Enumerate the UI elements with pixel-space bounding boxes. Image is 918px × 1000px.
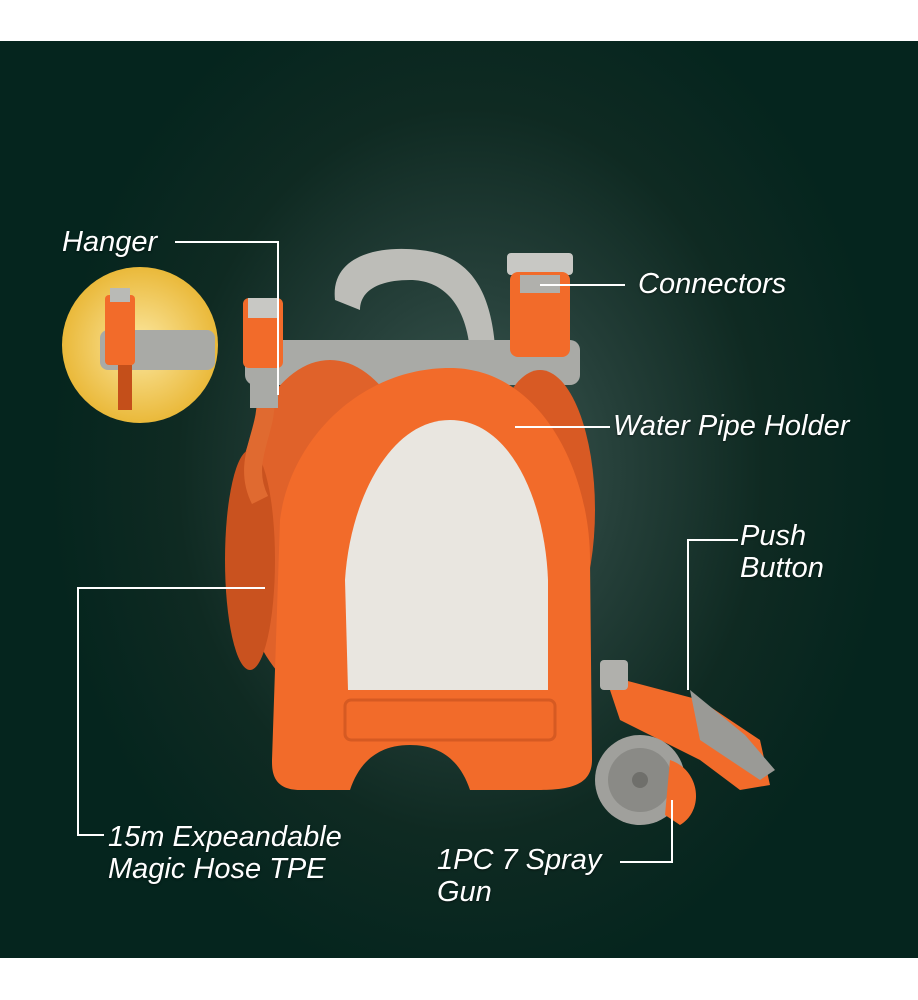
hook-icon: [334, 248, 495, 350]
label-hose-line1: 15m Expeandable: [108, 821, 342, 853]
label-connectors: Connectors: [638, 268, 787, 300]
label-push-button-line1: Push: [740, 520, 807, 552]
label-hose: 15m Expeandable Magic Hose TPE: [108, 821, 342, 885]
label-spray-gun: 1PC 7 Spray Gun: [437, 844, 601, 908]
spray-gun: [595, 660, 775, 825]
left-connector: [243, 298, 283, 408]
holder-panel: [345, 420, 548, 690]
right-connector: [507, 253, 573, 357]
label-spray-gun-line1: 1PC 7 Spray: [437, 844, 602, 876]
label-hanger: Hanger: [62, 226, 158, 258]
label-hose-line2: Magic Hose TPE: [108, 853, 326, 885]
label-spray-gun-line2: Gun: [437, 876, 492, 908]
label-water-pipe-holder: Water Pipe Holder: [613, 410, 850, 442]
label-push-button: Push Button: [740, 520, 824, 584]
label-push-button-line2: Button: [740, 552, 824, 584]
callout-lines: [77, 241, 738, 863]
hanger-detail-inset: [62, 267, 218, 423]
